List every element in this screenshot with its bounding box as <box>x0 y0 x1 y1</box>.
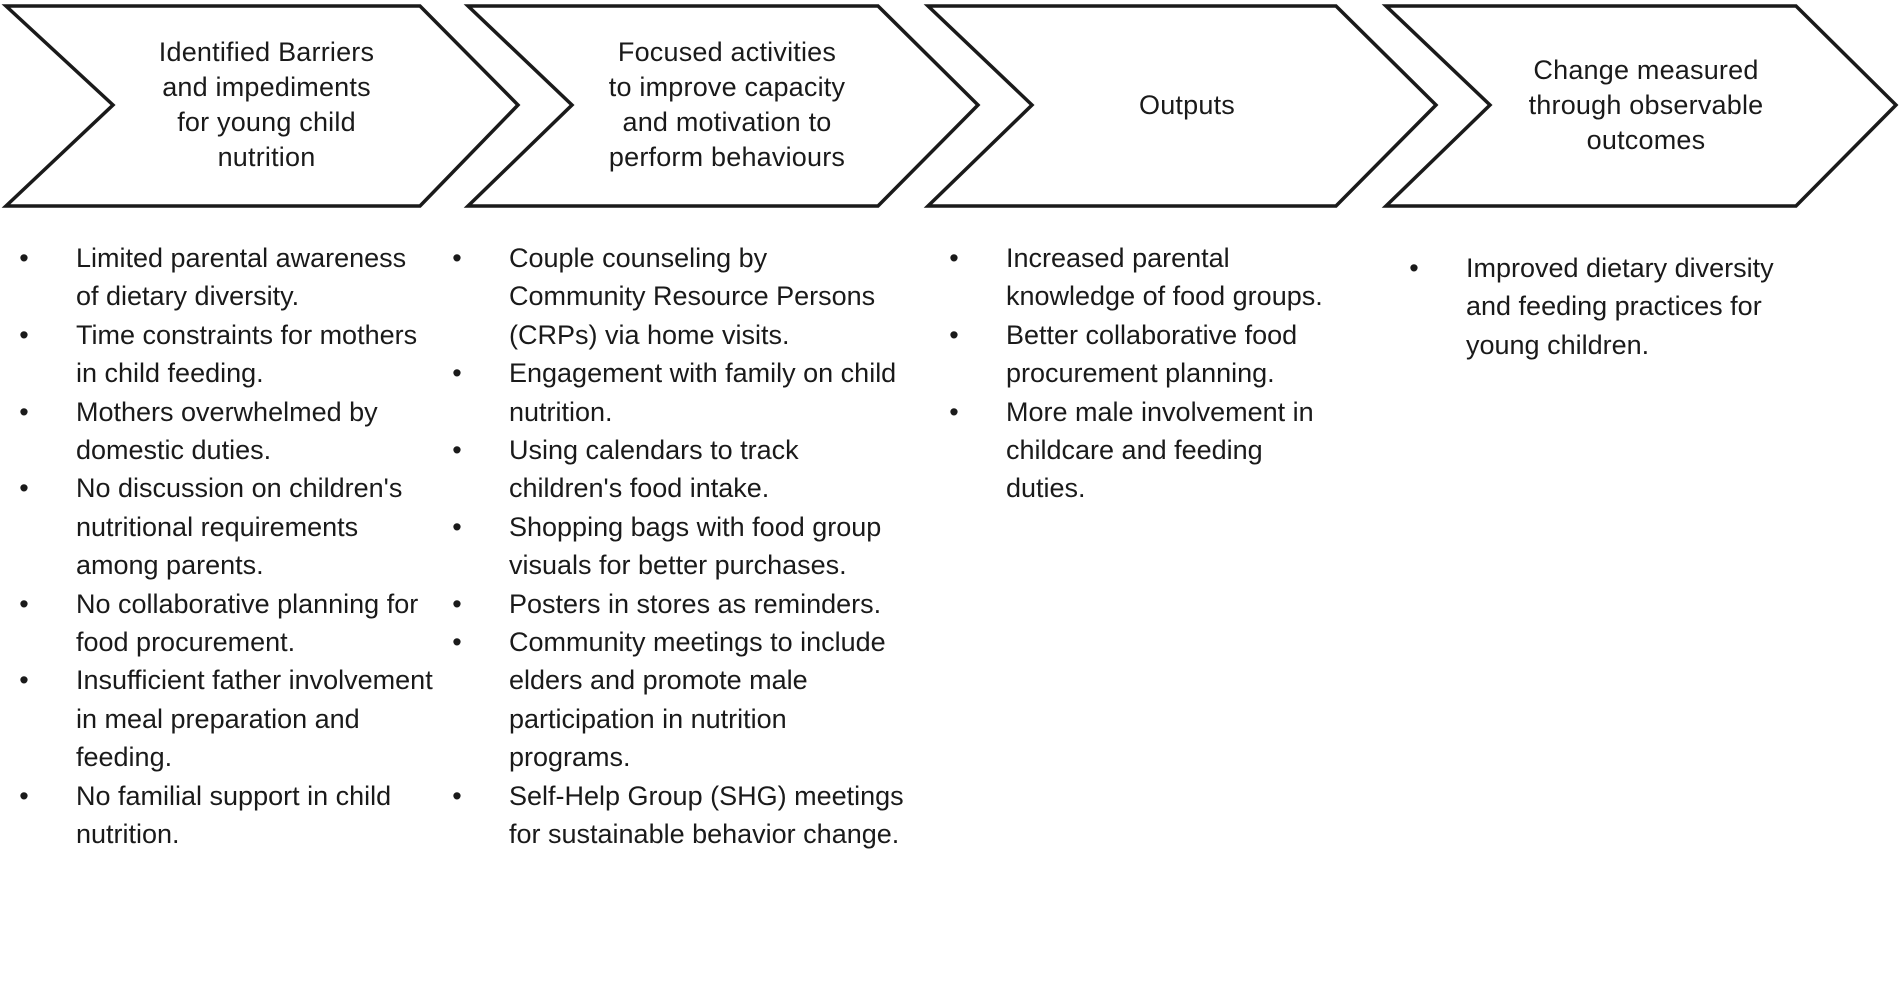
list-item-text: Time constraints for mothers in child fe… <box>76 319 418 389</box>
list-item: • No collaborative planning for food proc… <box>14 585 434 662</box>
stage-title-line: Outputs <box>1139 89 1235 120</box>
barriers-list: • Limited parental awareness of dietary d… <box>14 239 434 854</box>
stage-title-outcomes: Change measured through observable outco… <box>1490 0 1802 210</box>
list-item-text: Limited parental awareness of dietary di… <box>76 243 407 312</box>
list-item: • Community meetings to include elders an… <box>447 623 907 777</box>
list-item: • Engagement with family on child nutriti… <box>447 354 907 431</box>
list-item-text: Increased parental knowledge of food gro… <box>1006 243 1323 312</box>
list-item: • More male involvement in childcare and … <box>944 393 1344 508</box>
list-item: • Improved dietary diversity and feeding … <box>1404 249 1794 364</box>
list-item-text: No familial support in child nutrition. <box>76 780 392 850</box>
stage-title-barriers: Identified Barriers and impediments for … <box>113 0 420 210</box>
list-item-text: No discussion on children's nutritional … <box>76 473 403 581</box>
stage-title-line: outcomes <box>1586 124 1706 155</box>
list-item: • No familial support in child nutrition. <box>14 777 434 854</box>
list-item-text: More male involvement in childcare and f… <box>1006 396 1314 504</box>
list-item-text: Insufficient father involvement in meal … <box>76 665 433 773</box>
bullet-icon: • <box>452 511 462 542</box>
stage-title-outputs: Outputs <box>1032 0 1342 210</box>
list-item: • Posters in stores as reminders. <box>447 585 907 623</box>
list-item-text: No collaborative planning for food procu… <box>76 588 419 658</box>
activities-list: • Couple counseling by Community Resource… <box>447 239 907 854</box>
list-item: • Time constraints for mothers in child f… <box>14 316 434 393</box>
bullet-icon: • <box>452 588 462 619</box>
list-item-text: Shopping bags with food group visuals fo… <box>509 511 882 581</box>
bullet-icon: • <box>19 396 29 427</box>
chevron-outputs <box>923 4 1439 208</box>
bullet-icon: • <box>949 243 959 273</box>
chevron-activities <box>463 4 981 208</box>
stage-title-line: Identified Barriers <box>158 37 375 67</box>
list-item-text: Couple counseling by Community Resource … <box>509 243 876 350</box>
outputs-list: • Increased parental knowledge of food gr… <box>944 239 1344 508</box>
bullet-icon: • <box>949 396 959 427</box>
list-item-text: Posters in stores as reminders. <box>509 588 882 619</box>
stage-title-line: and impediments <box>162 72 371 102</box>
stage-title-line: for young child <box>177 107 356 137</box>
bullet-icon: • <box>19 588 29 619</box>
list-item: • Couple counseling by Community Resource… <box>447 239 907 354</box>
bullet-icon: • <box>452 243 462 273</box>
bullet-icon: • <box>1409 253 1419 283</box>
list-item: • No discussion on children's nutritional… <box>14 469 434 584</box>
stage-title-line: nutrition <box>217 142 316 172</box>
list-item-text: Community meetings to include elders and… <box>509 627 886 773</box>
list-item: • Better collaborative food procurement p… <box>944 316 1344 393</box>
stage-title-line: perform behaviours <box>608 142 846 172</box>
bullet-icon: • <box>19 243 29 273</box>
stage-title-line: to improve capacity <box>608 72 846 102</box>
outcomes-list: • Improved dietary diversity and feeding … <box>1404 249 1794 364</box>
chevron-barriers <box>1 4 521 208</box>
list-item-text: Using calendars to track children's food… <box>509 435 799 504</box>
bullet-icon: • <box>19 665 29 696</box>
stage-title-line: Focused activities <box>617 37 837 67</box>
bullet-icon: • <box>19 780 29 811</box>
list-item: • Self-Help Group (SHG) meetings for sust… <box>447 777 907 854</box>
list-item: • Mothers overwhelmed by domestic duties. <box>14 393 434 470</box>
bullet-icon: • <box>19 473 29 504</box>
list-item-text: Better collaborative food procurement pl… <box>1006 319 1298 389</box>
list-item: • Using calendars to track children's foo… <box>447 431 907 508</box>
list-item: • Increased parental knowledge of food gr… <box>944 239 1344 316</box>
bullet-icon: • <box>452 627 462 658</box>
stage-title-line: through observable <box>1528 89 1764 120</box>
list-item-text: Engagement with family on child nutritio… <box>509 358 897 427</box>
bullet-icon: • <box>19 319 29 350</box>
bullet-icon: • <box>452 358 462 389</box>
stage-title-line: Change measured <box>1533 54 1759 85</box>
list-item: • Insufficient father involvement in meal… <box>14 661 434 776</box>
list-item-text: Mothers overwhelmed by domestic duties. <box>76 396 378 466</box>
bullet-icon: • <box>949 319 959 350</box>
list-item: • Shopping bags with food group visuals f… <box>447 508 907 585</box>
bullet-icon: • <box>452 780 462 811</box>
stage-title-line: and motivation to <box>622 107 832 137</box>
process-chevrons <box>1 4 1899 208</box>
list-item-text: Improved dietary diversity and feeding p… <box>1466 253 1774 360</box>
bullet-icon: • <box>452 435 462 466</box>
list-item: • Limited parental awareness of dietary d… <box>14 239 434 316</box>
stage-title-activities: Focused activities to improve capacity a… <box>572 0 882 210</box>
list-item-text: Self-Help Group (SHG) meetings for susta… <box>509 780 904 850</box>
chevron-outcomes <box>1381 4 1899 208</box>
